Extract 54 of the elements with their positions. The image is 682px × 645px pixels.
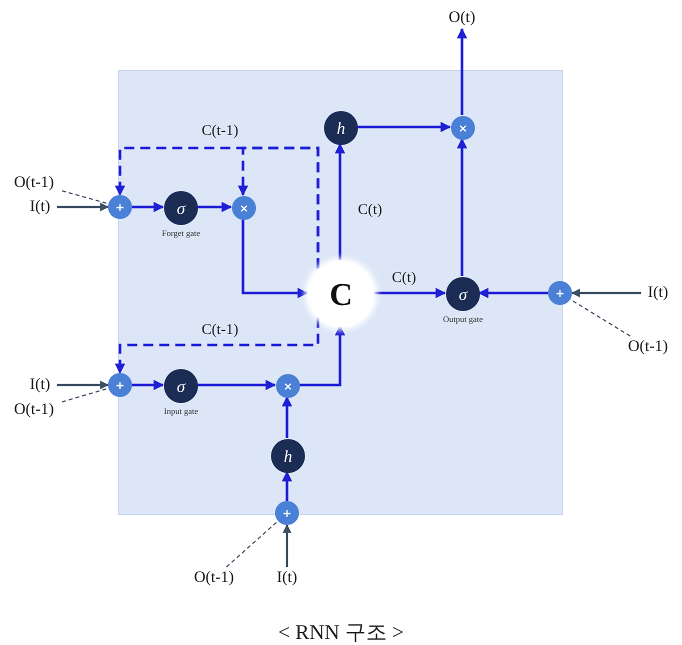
cell-background [118,70,563,515]
arrow [299,324,346,386]
arrow [282,524,292,567]
edge-label: C(t-1) [200,122,240,140]
gate-circle: σ [164,369,198,403]
arrow [282,470,292,501]
arrow [242,219,308,298]
operator-circle: × [232,196,256,220]
signal-label: O(t-1) [186,567,242,589]
arrow [132,380,164,390]
dashed-leader-line [62,190,109,204]
operator-circle: + [108,373,132,397]
signal-label: I(t) [23,374,57,396]
gate-caption: Forget gate [162,228,200,238]
signal-label: O(t-1) [6,172,62,194]
signal-label: I(t) [23,196,57,218]
dashed-arrow [238,146,320,270]
arrow [456,138,468,276]
arrow [571,288,641,298]
edge-label: C(t) [356,202,384,218]
dashed-leader-line [62,388,109,402]
arrow [456,28,468,115]
signal-label: I(t) [641,282,675,304]
arrow [197,380,276,390]
arrow [334,142,346,260]
operator-circle: × [276,374,300,398]
arrow [132,202,164,212]
gate-circle: h [271,439,305,473]
signal-label: O(t-1) [620,336,676,358]
arrow [197,202,232,212]
signal-label: O(t) [441,7,483,29]
edge-label: C(t-1) [200,322,240,338]
operator-circle: + [548,281,572,305]
gate-caption: Input gate [164,406,198,416]
arrow [57,380,109,390]
operator-circle: + [275,501,299,525]
operator-circle: × [451,116,475,140]
arrow [57,202,109,212]
dashed-leader-line [226,520,278,568]
gate-circle: h [324,111,358,145]
caption: < RNN 구조 > [277,619,405,645]
arrow [357,122,452,132]
signal-label: I(t) [270,567,304,589]
edge-label: C(t) [390,270,418,286]
operator-circle: + [108,195,132,219]
cell-state-circle: C [308,261,374,327]
signal-label: O(t-1) [6,399,62,421]
gate-circle: σ [446,277,480,311]
arrow [478,288,548,298]
gate-caption: Output gate [443,314,483,324]
arrow [373,288,446,298]
gate-circle: σ [164,191,198,225]
arrow [282,396,292,438]
dashed-arrow [114,316,320,374]
